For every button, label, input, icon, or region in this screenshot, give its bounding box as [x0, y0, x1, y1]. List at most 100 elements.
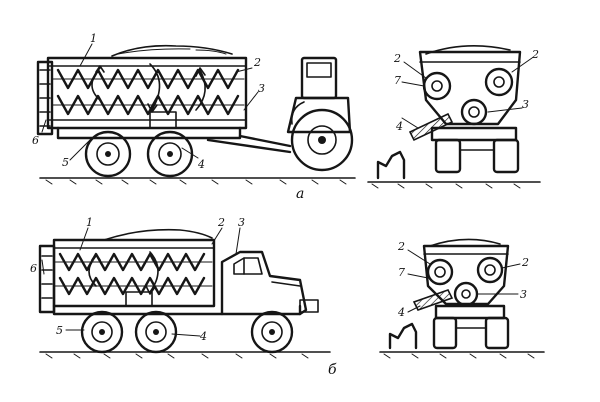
trailer-chassis — [56, 126, 242, 140]
flow-arrow-b-2 — [149, 251, 159, 293]
hopper-body-b — [52, 238, 216, 308]
label-b-1: 1 — [86, 216, 93, 229]
label-a-5: 5 — [62, 156, 69, 169]
label-a-6: 6 — [32, 134, 39, 147]
ground-hatch-b — [45, 353, 309, 359]
discharge-frame — [36, 60, 54, 136]
truck-hood-line — [271, 281, 301, 287]
label-a-1: 1 — [90, 32, 97, 45]
label-a-section-7: 7 — [394, 74, 401, 87]
section-b-trough — [388, 322, 418, 350]
label-b-section-2-left: 2 — [397, 240, 405, 253]
flow-arrow-3-head — [195, 67, 206, 77]
label-b-6: 6 — [30, 262, 37, 275]
label-b-3: 3 — [238, 216, 245, 229]
trailer-wheel-rear-hub — [158, 142, 182, 166]
section-a-wheel-right — [492, 138, 520, 174]
section-b-auger-right — [476, 256, 504, 284]
trailer-wheel-rear-axle — [167, 151, 173, 157]
label-a-section-2-right: 2 — [531, 48, 539, 61]
label-b-section-4: 4 — [397, 306, 405, 319]
tractor-rear-wheel — [290, 108, 354, 172]
section-a-frame — [430, 126, 518, 142]
flow-arrow-1 — [91, 67, 101, 101]
flow-arrow-b-1 — [88, 255, 97, 287]
lower-auger-b — [58, 276, 206, 296]
gearbox — [149, 111, 177, 129]
trailer-wheel-front-hub — [96, 142, 120, 166]
truck-wheel-front — [250, 310, 294, 354]
section-b-ground-hatch — [383, 353, 535, 359]
hopper-body — [46, 56, 248, 130]
section-b-auger-left — [426, 258, 454, 286]
truck-wheel-rear-1-hub — [91, 321, 113, 343]
view-a-section: 2 7 2 3 4 — [367, 45, 541, 189]
section-a-auger-left-core — [431, 80, 443, 92]
flow-arrow-b-1-head — [91, 253, 101, 261]
label-b-2: 2 — [217, 216, 225, 229]
section-a-auger-bottom — [460, 98, 488, 126]
truck-wheel-rear-1-axle — [99, 329, 105, 335]
truck-wheel-rear-2-hub — [145, 321, 167, 343]
label-a-4: 4 — [197, 158, 205, 171]
flow-arrow-3 — [195, 69, 206, 111]
section-a-trough — [376, 150, 406, 180]
discharge-slats — [39, 69, 51, 127]
truck-wheel-front-axle — [269, 329, 275, 335]
section-b-hopper — [422, 244, 510, 306]
section-b-feed-heap — [429, 238, 501, 247]
label-b-4: 4 — [199, 330, 207, 343]
view-b-side: 1 2 3 6 5 4 — [30, 216, 331, 359]
leader-lines-b — [41, 227, 241, 337]
lower-auger — [56, 94, 240, 116]
caption-b: б — [328, 362, 337, 378]
section-b-auger-left-core — [434, 266, 446, 278]
label-b-section-7: 7 — [398, 266, 405, 279]
truck-wheel-rear-1 — [80, 310, 124, 354]
leader-lines-b-section — [407, 249, 521, 313]
view-b-section: 2 7 2 3 4 — [379, 238, 545, 359]
section-b-frame — [434, 304, 506, 320]
truck-wheel-front-hub — [261, 321, 283, 343]
leader-lines-a — [41, 43, 259, 161]
caption-a: а — [296, 186, 304, 202]
section-a-auger-right — [484, 67, 514, 97]
leader-lines-a-section — [401, 57, 533, 129]
feed-heap-b — [103, 228, 213, 241]
truck-wheel-rear-2 — [134, 310, 178, 354]
ground-hatch — [45, 179, 347, 185]
flow-arrow-1-head — [95, 65, 105, 73]
drawbar — [206, 134, 292, 154]
label-a-section-2-left: 2 — [393, 52, 401, 65]
label-b-5: 5 — [56, 324, 63, 337]
trailer-wheel-front — [84, 130, 132, 178]
tractor-rear-wheel-hub — [307, 125, 337, 155]
upper-auger — [56, 68, 240, 90]
section-b-auger-right-core — [484, 264, 496, 276]
flow-arrow-b-2-head — [145, 285, 156, 295]
label-b-section-2-right: 2 — [521, 256, 529, 269]
section-b-chute — [412, 289, 454, 311]
section-b-auger-bottom — [453, 281, 479, 307]
section-a-auger-bottom-core — [468, 106, 480, 118]
truck-bumper — [299, 299, 319, 313]
feed-heap-texture — [117, 48, 227, 55]
section-a-wheel-left — [434, 138, 462, 174]
label-a-section-3: 3 — [522, 98, 529, 111]
section-a-hopper — [418, 50, 522, 126]
gearbox-b — [125, 291, 153, 307]
truck-wheel-rear-2-axle — [153, 329, 159, 335]
label-a-section-4: 4 — [395, 120, 403, 133]
label-a-3: 3 — [258, 82, 265, 95]
section-b-auger-bottom-core — [461, 289, 471, 299]
tractor-rear-wheel-axle — [318, 136, 326, 144]
truck-cab-window — [233, 257, 263, 275]
trailer-wheel-front-axle — [105, 151, 111, 157]
section-a-auger-right-core — [493, 76, 505, 88]
upper-auger-b — [58, 252, 206, 272]
section-b-wheel-right — [484, 316, 510, 350]
section-b-wheel-left — [432, 316, 458, 350]
section-a-auger-left — [422, 71, 452, 101]
label-a-2: 2 — [253, 56, 261, 69]
